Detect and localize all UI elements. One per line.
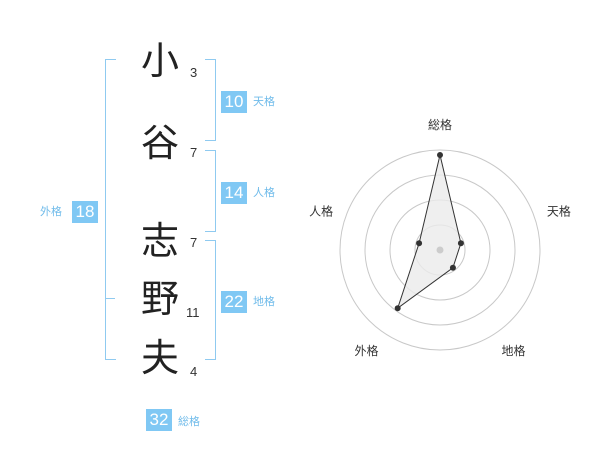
jinkaku-label: 人格 bbox=[253, 186, 275, 199]
soukaku-label: 総格 bbox=[178, 415, 200, 428]
radar-polygon bbox=[396, 154, 462, 310]
chikaku-value: 22 bbox=[221, 291, 247, 313]
name-char-1: 小 bbox=[140, 39, 179, 83]
jinkaku-value: 14 bbox=[221, 182, 247, 204]
gaikaku-label: 外格 bbox=[40, 205, 62, 218]
chikaku-bracket bbox=[205, 240, 216, 360]
radar-point-3 bbox=[449, 264, 456, 271]
radar-point-2 bbox=[457, 240, 464, 247]
name-char-4: 野 bbox=[140, 277, 179, 321]
soukaku-value: 32 bbox=[146, 409, 172, 431]
stroke-count-2: 7 bbox=[190, 145, 198, 160]
radar-axis-label-1: 総格 bbox=[428, 117, 452, 132]
gaikaku-bracket-tick bbox=[105, 298, 115, 299]
name-char-3: 志 bbox=[140, 219, 179, 263]
stroke-count-1: 3 bbox=[190, 65, 198, 80]
tenkaku-bracket bbox=[205, 59, 216, 141]
radar-axis-label-5: 人格 bbox=[309, 203, 333, 218]
chikaku-label: 地格 bbox=[253, 295, 275, 308]
radar-axis-label-2: 天格 bbox=[547, 203, 571, 218]
gaikaku-bracket bbox=[105, 59, 116, 360]
name-char-2: 谷 bbox=[140, 121, 179, 165]
tenkaku-value: 10 bbox=[221, 91, 247, 113]
stroke-count-3: 7 bbox=[190, 235, 198, 250]
name-char-5: 夫 bbox=[140, 336, 179, 380]
radar-axis-label-4: 外格 bbox=[354, 343, 378, 358]
radar-center-dot bbox=[436, 246, 444, 254]
gaikaku-value: 18 bbox=[72, 201, 98, 223]
stroke-count-4: 11 bbox=[186, 305, 200, 320]
radar-point-1 bbox=[437, 152, 443, 158]
stroke-count-5: 4 bbox=[190, 364, 198, 379]
jinkaku-bracket bbox=[205, 150, 216, 232]
radar-axis-label-3: 地格 bbox=[501, 343, 525, 358]
radar-ring-4 bbox=[339, 149, 541, 351]
radar-point-5 bbox=[416, 240, 423, 247]
radar-point-4 bbox=[394, 305, 401, 312]
tenkaku-label: 天格 bbox=[253, 95, 275, 108]
